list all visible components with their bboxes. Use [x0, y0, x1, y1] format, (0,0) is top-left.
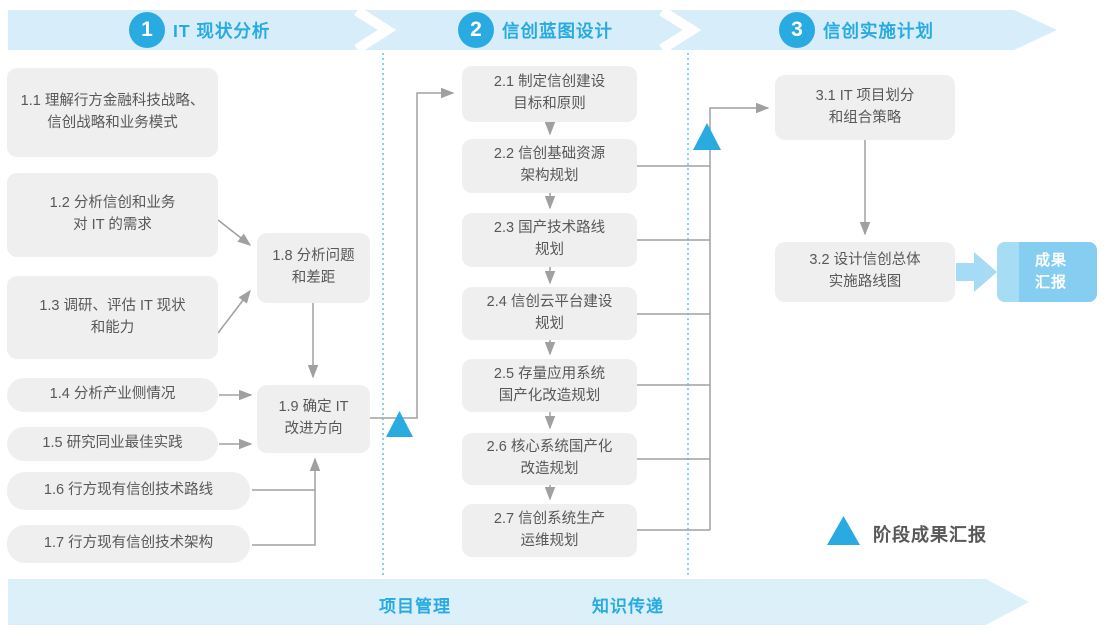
box-1-3: 1.3 调研、评估 IT 现状 和能力 [7, 276, 218, 359]
result-box-stripe [997, 242, 1019, 302]
box-2-1: 2.1 制定信创建设 目标和原则 [462, 66, 637, 122]
box-3-1: 3.1 IT 项目划分 和组合策略 [775, 75, 955, 140]
phase-1-number-badge: 1 [129, 12, 165, 48]
box-1-8: 1.8 分析问题 和差距 [257, 233, 370, 303]
legend-label: 阶段成果汇报 [873, 525, 987, 545]
box-1-1: 1.1 理解行方金融科技战略、 信创战略和业务模式 [7, 68, 218, 157]
footer-band [8, 579, 1029, 625]
chevron-separator-1 [354, 6, 397, 54]
phase-3-number-badge: 3 [779, 12, 815, 48]
phase-1-header: 1 IT 现状分析 [129, 12, 270, 48]
phase-2-title: 信创蓝图设计 [502, 20, 613, 41]
box-1-7: 1.7 行方现有信创技术架构 [7, 525, 250, 563]
phase-2-header: 2 信创蓝图设计 [458, 12, 613, 48]
chevron-separator-2 [659, 6, 702, 54]
box-2-5: 2.5 存量应用系统 国产化改造规划 [462, 359, 637, 412]
box-3-2: 3.2 设计信创总体 实施路线图 [775, 242, 955, 302]
box-2-2: 2.2 信创基础资源 架构规划 [462, 139, 637, 193]
box-2-7: 2.7 信创系统生产 运维规划 [462, 504, 637, 557]
phase2-collector [637, 102, 770, 531]
result-report-label: 成果 汇报 [1034, 251, 1067, 292]
footer-item-knowledge-transfer: 知识传递 [592, 597, 664, 616]
box-2-6: 2.6 核心系统国产化 改造规划 [462, 433, 637, 485]
result-arrow [956, 252, 997, 292]
result-report-box: 成果 汇报 [997, 242, 1097, 302]
milestone-triangle-phase2 [386, 411, 413, 437]
box-1-6: 1.6 行方现有信创技术路线 [7, 472, 250, 510]
phase-3-title: 信创实施计划 [823, 20, 934, 41]
box-2-4: 2.4 信创云平台建设 规划 [462, 287, 637, 340]
box-1-9: 1.9 确定 IT 改进方向 [257, 385, 370, 453]
footer-item-project-management: 项目管理 [379, 597, 451, 616]
box-1-4: 1.4 分析产业侧情况 [7, 378, 218, 412]
box-1-2: 1.2 分析信创和业务 对 IT 的需求 [7, 173, 218, 257]
phase-1-title: IT 现状分析 [173, 20, 271, 41]
box-2-3: 2.3 国产技术路线 规划 [462, 213, 637, 267]
phase-3-header: 3 信创实施计划 [779, 12, 934, 48]
box-1-5: 1.5 研究同业最佳实践 [7, 427, 218, 461]
legend-triangle-icon [827, 516, 860, 545]
milestone-triangle-phase3 [693, 123, 721, 150]
phase1-connectors [217, 87, 455, 546]
phase-2-number-badge: 2 [458, 12, 494, 48]
